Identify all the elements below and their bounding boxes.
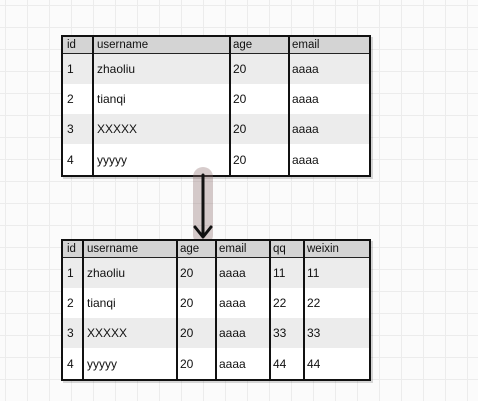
table-cell: 2	[67, 92, 74, 106]
table-cell: XXXXX	[87, 326, 128, 340]
table-cell: aaaa	[219, 326, 246, 340]
column-divider	[229, 37, 231, 175]
column-divider	[303, 241, 305, 379]
table-cell: 3	[67, 326, 74, 340]
table-cell: XXXXX	[97, 122, 138, 136]
header-cell-id: id	[67, 243, 76, 255]
table-cell: 33	[273, 326, 287, 340]
table-cell: 20	[180, 296, 194, 310]
table-cell: 4	[67, 152, 74, 167]
header-cell-age: age	[233, 39, 253, 51]
table-cell: 20	[233, 122, 247, 136]
table-cell: 3	[67, 122, 74, 136]
table-after: id username age email qq weixin 1 zhaoli…	[61, 239, 371, 381]
table-cell: aaaa	[292, 62, 319, 76]
table-cell: zhaoliu	[87, 266, 126, 280]
header-cell-id: id	[67, 39, 76, 51]
column-divider	[92, 37, 94, 175]
table-cell: 1	[67, 62, 74, 76]
table-cell: 20	[180, 356, 194, 371]
table-row: 4 yyyyy 20 aaaa 44 44	[63, 348, 369, 379]
table-cell: zhaoliu	[97, 62, 136, 76]
table-cell: aaaa	[292, 92, 319, 106]
table-cell: tianqi	[97, 92, 126, 106]
column-divider	[176, 241, 178, 379]
column-divider	[288, 37, 290, 175]
table-cell: 44	[273, 356, 287, 371]
column-divider	[82, 241, 84, 379]
table-row: 1 zhaoliu 20 aaaa	[63, 54, 369, 84]
table-cell: 20	[233, 62, 247, 76]
table-row: 3 XXXXX 20 aaaa	[63, 114, 369, 144]
table-cell: 20	[233, 152, 247, 167]
table-cell: 20	[180, 326, 194, 340]
header-cell-username: username	[97, 39, 149, 51]
table-cell: aaaa	[292, 122, 319, 136]
table-row: 4 yyyyy 20 aaaa	[63, 144, 369, 175]
header-cell-email: email	[292, 39, 320, 51]
table-cell: yyyyy	[97, 152, 127, 167]
table-cell: yyyyy	[87, 356, 117, 371]
table-cell: tianqi	[87, 296, 116, 310]
header-cell-age: age	[180, 243, 200, 255]
header-cell-email: email	[219, 243, 247, 255]
column-divider	[269, 241, 271, 379]
table-cell: 33	[307, 326, 321, 340]
header-cell-username: username	[87, 243, 139, 255]
table-cell: 22	[273, 296, 287, 310]
table-cell: aaaa	[219, 266, 246, 280]
table-cell: 1	[67, 266, 74, 280]
table-cell: 11	[307, 266, 320, 280]
table-cell: 20	[180, 266, 194, 280]
table-cell: 22	[307, 296, 321, 310]
table-cell: 44	[307, 356, 321, 371]
column-divider	[215, 241, 217, 379]
table-cell: aaaa	[219, 356, 246, 371]
table-cell: 20	[233, 92, 247, 106]
table-cell: 4	[67, 356, 74, 371]
table-cell: aaaa	[292, 152, 319, 167]
header-cell-weixin: weixin	[307, 243, 339, 255]
table-header-row: id username age email	[63, 37, 369, 54]
header-cell-qq: qq	[273, 243, 286, 255]
table-row: 2 tianqi 20 aaaa	[63, 84, 369, 114]
table-row: 2 tianqi 20 aaaa 22 22	[63, 288, 369, 318]
table-cell: 2	[67, 296, 74, 310]
table-cell: 11	[273, 266, 286, 280]
table-cell: aaaa	[219, 296, 246, 310]
table-before: id username age email 1 zhaoliu 20 aaaa …	[61, 35, 371, 177]
arrow-down-icon	[193, 173, 213, 239]
